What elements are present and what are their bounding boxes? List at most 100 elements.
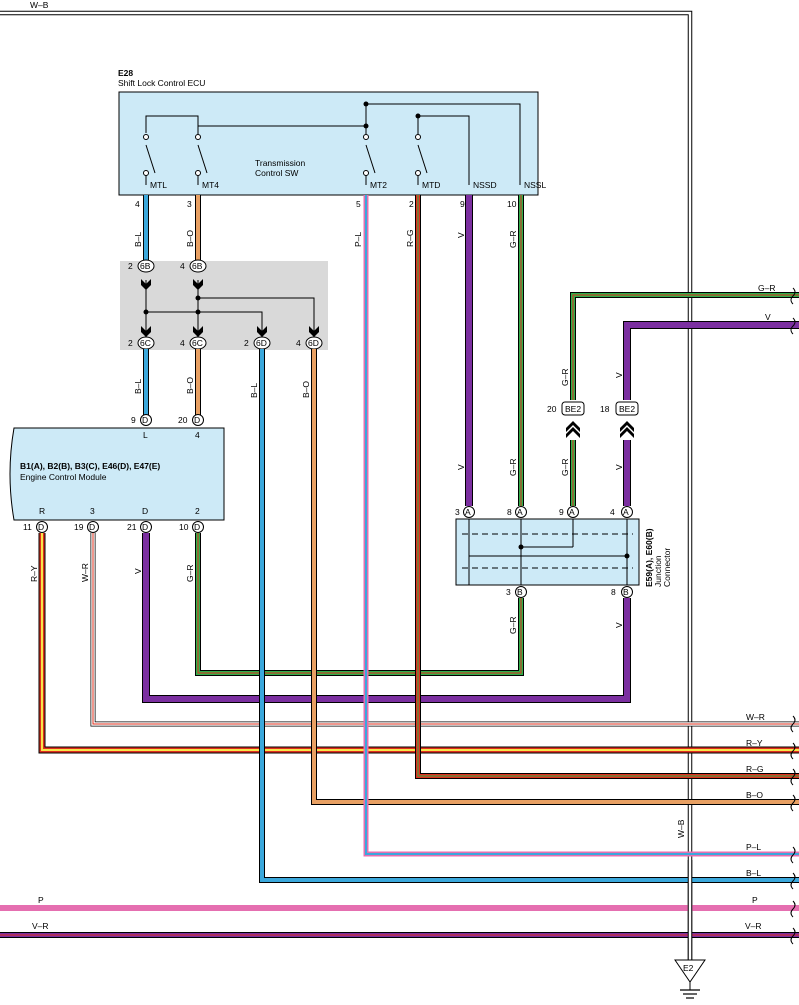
wire-label-v: V <box>133 568 143 574</box>
svg-text:BE2: BE2 <box>565 404 581 414</box>
svg-text:A: A <box>569 507 575 517</box>
wire-label-g-r-be2: G–R <box>560 369 570 386</box>
pin-label: 4 <box>180 338 185 348</box>
svg-text:D: D <box>194 522 200 532</box>
wire-label-p-l: P–L <box>353 232 363 247</box>
ecu-pin: 2 <box>409 199 414 209</box>
wire-label-v-r-right: V–R <box>745 921 762 931</box>
connector-6b-right: 6B <box>189 259 207 273</box>
ecm-pin: 10 <box>179 522 189 532</box>
wire-label-b-o: B–O <box>185 377 195 394</box>
svg-text:BE2: BE2 <box>619 404 635 414</box>
wire-label-r-g: R–G <box>405 230 415 247</box>
junction-pin: 9 <box>559 507 564 517</box>
ecm-connector-ids: B1(A), B2(B), B3(C), E46(D), E47(E) <box>20 461 160 471</box>
junction-connector-a-pin8: A <box>515 506 527 518</box>
pin-label: 2 <box>128 261 133 271</box>
junction-connector-ids: E59(A), E60(B) <box>644 528 654 587</box>
ecm-connector-d-pin10: D <box>192 521 204 533</box>
connector-be2-pin18: BE2 <box>615 401 639 416</box>
ecm-terminal: 4 <box>195 430 200 440</box>
svg-text:D: D <box>89 522 95 532</box>
wire-label-w-b-top: W–B <box>30 0 49 10</box>
svg-text:D: D <box>194 415 200 425</box>
wire-label-b-l: B–L <box>133 379 143 394</box>
wire-label-g-r-nssl-low: G–R <box>508 459 518 476</box>
wire-label-w-r: W–R <box>80 563 90 582</box>
wire-label-p-right: P <box>752 895 758 905</box>
wire-label-v-be2-low: V <box>614 464 624 470</box>
wire-label-p-l-right: P–L <box>746 842 761 852</box>
junction-name-line2: Connector <box>662 548 672 587</box>
connector-6c-left: 6C <box>137 336 155 350</box>
wire-label-v-nssd-low: V <box>456 464 466 470</box>
wire-g-r-ecm <box>195 533 524 676</box>
junction-dot <box>518 544 524 550</box>
junction-dot <box>363 123 369 129</box>
junction-internal <box>462 519 633 585</box>
junction-connector-a-pin4: A <box>621 506 633 518</box>
svg-text:A: A <box>623 507 629 517</box>
ecm-pin: 11 <box>23 522 32 532</box>
ecu-terminal-nssd: NSSD <box>473 180 497 190</box>
connector-6d-left: 6D <box>253 336 271 350</box>
ecm-pin: 21 <box>127 522 137 532</box>
svg-text:6C: 6C <box>140 338 151 348</box>
wire-label-b-l-right: B–L <box>746 868 761 878</box>
ecm-name: Engine Control Module <box>20 472 107 482</box>
wire-label-g-r-nssl: G–R <box>508 231 518 248</box>
ecm-terminal: L <box>143 430 148 440</box>
connector-chevrons <box>141 279 319 337</box>
junction-dot <box>415 113 421 119</box>
ecm-pin: 9 <box>131 415 136 425</box>
ecu-terminal-mt2: MT2 <box>370 180 387 190</box>
junction-connector-b-pin8: B <box>621 586 633 598</box>
junction-pin: 3 <box>455 507 460 517</box>
wire-b-o-6d <box>311 349 799 805</box>
wire-g-r-incoming <box>570 292 799 400</box>
wire-label-g-r-junction: G–R <box>508 617 518 634</box>
svg-text:6C: 6C <box>192 338 203 348</box>
switch-label-line1: Transmission <box>255 158 305 168</box>
junction-pin: 8 <box>507 507 512 517</box>
ground-label: E2 <box>683 963 694 973</box>
ecm-connector-d-pin9: D <box>140 414 152 426</box>
ecm-terminal: D <box>142 506 148 516</box>
ecu-pin: 9 <box>460 199 465 209</box>
junction-pin: 4 <box>610 507 615 517</box>
junction-connector-box <box>455 518 640 586</box>
wire-r-y <box>38 533 799 754</box>
wire-w-r <box>90 533 799 727</box>
wire-label-w-b-right: W–B <box>676 819 686 838</box>
junction-dot <box>195 309 201 315</box>
ground-symbol <box>674 959 706 999</box>
ecm-connector-d-pin21: D <box>140 521 152 533</box>
pin-label: 4 <box>180 261 185 271</box>
wire-label-v-nssd: V <box>456 232 466 238</box>
svg-text:B: B <box>623 587 629 597</box>
ecu-pin: 5 <box>356 199 361 209</box>
ecm-terminal: R <box>39 506 45 516</box>
connector-6b-left: 6B <box>137 259 155 273</box>
cut-marks <box>790 287 796 945</box>
ecu-terminal-mtd: MTD <box>422 180 440 190</box>
ecu-terminal-mtl: MTL <box>150 180 167 190</box>
svg-text:6B: 6B <box>140 261 151 271</box>
junction-dot <box>363 101 369 107</box>
junction-dot <box>624 553 630 559</box>
wire-label-v-junction: V <box>614 622 624 628</box>
connector-6d-right: 6D <box>305 336 323 350</box>
ecu-pin: 10 <box>507 199 517 209</box>
wire-label-w-r-right: W–R <box>746 712 765 722</box>
wire-p-l <box>363 195 799 857</box>
ecu-terminal-mt4: MT4 <box>202 180 219 190</box>
junction-dot <box>195 295 201 301</box>
wire-label-b-o-6d: B–O <box>301 381 311 398</box>
wire-label-r-g-right: R–G <box>746 764 763 774</box>
engine-control-module-box <box>9 427 225 521</box>
wire-label-g-r: G–R <box>185 565 195 582</box>
wire-label-v-right: V <box>765 312 771 322</box>
svg-text:D: D <box>38 522 44 532</box>
ecm-terminal: 2 <box>195 506 200 516</box>
